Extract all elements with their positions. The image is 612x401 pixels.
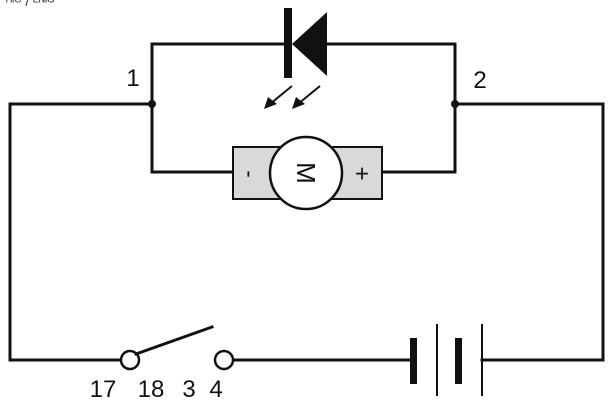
led-branch-wires xyxy=(150,42,457,106)
junction-node-1 xyxy=(148,100,156,108)
junction-node-2 xyxy=(451,100,459,108)
node-label-2: 2 xyxy=(473,67,486,94)
motor-negative-terminal-label: - xyxy=(238,170,263,177)
battery-icon xyxy=(410,324,483,396)
light-arrows-icon xyxy=(264,85,321,109)
motor-branch-wires xyxy=(150,102,457,174)
motor-positive-terminal-label: + xyxy=(355,161,369,188)
switch-icon xyxy=(119,325,235,371)
cropped-top-text: ᴴᴵᴼ / ᴱᴺᴵᴳ xyxy=(6,0,54,9)
switch-label-18: 18 xyxy=(138,376,165,401)
led-diode-icon xyxy=(284,8,327,78)
outer-loop-wires xyxy=(8,102,605,362)
node-label-1: 1 xyxy=(126,65,139,92)
switch-label-3: 3 xyxy=(182,376,195,401)
switch-label-17: 17 xyxy=(90,376,117,401)
dc-motor-icon: M - + xyxy=(232,135,383,211)
motor-symbol-label: M xyxy=(291,162,321,184)
switch-label-4: 4 xyxy=(209,376,222,401)
